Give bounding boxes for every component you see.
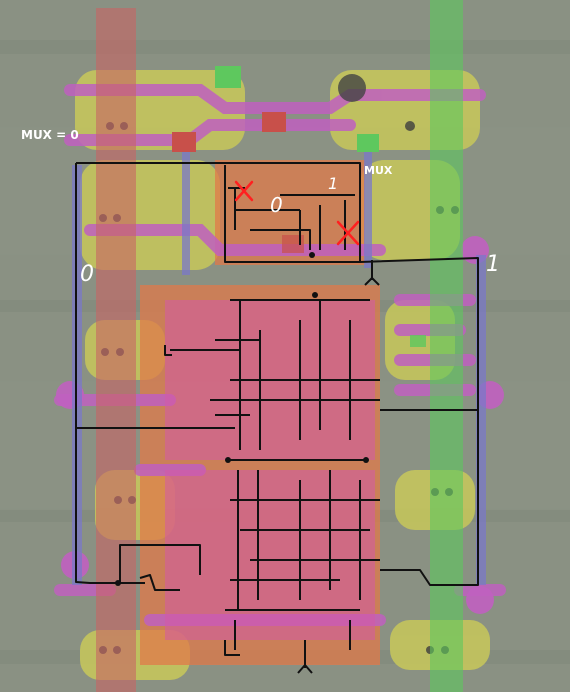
mux-select-label: MUX = 0	[21, 128, 79, 142]
mux-wires	[75, 162, 479, 674]
overlay-green-column	[430, 0, 463, 692]
inner-one-label: 1	[328, 174, 339, 193]
square-contacts	[172, 66, 426, 347]
mux-label: MUX	[364, 164, 393, 177]
disabled-cross-marks	[234, 180, 360, 246]
inner-zero-label: 0	[270, 193, 283, 217]
overlay-red-column	[96, 8, 136, 692]
junction-dots	[115, 252, 369, 586]
right-input-one-label: 1	[486, 252, 500, 277]
left-input-zero-label: 0	[80, 262, 94, 287]
